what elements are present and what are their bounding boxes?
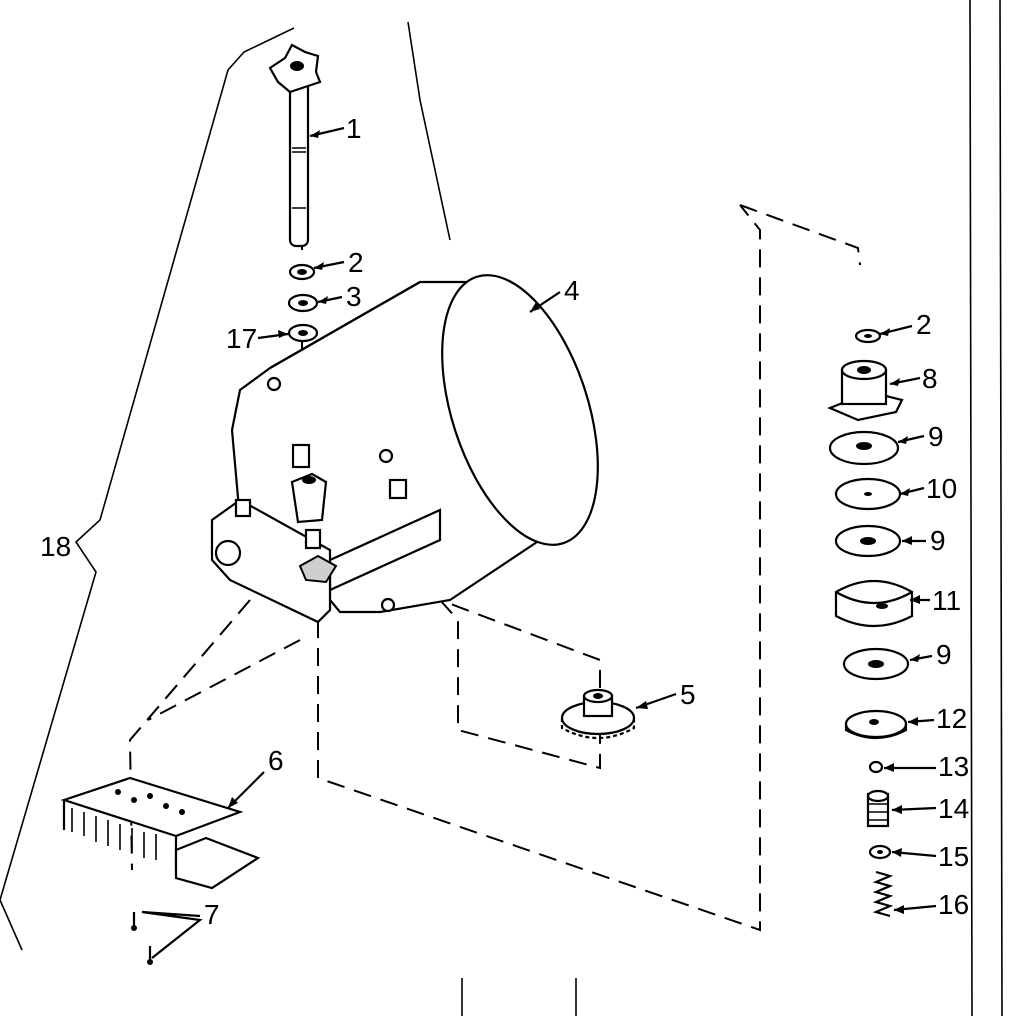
callout-9-b: 9 [930,525,946,556]
part-9-disc-a [828,430,900,466]
callout-5: 5 [680,679,696,710]
callout-12: 12 [936,703,967,734]
leader-lines [141,126,937,959]
part-17-washer [287,323,319,343]
part-2-clip-right [854,328,882,344]
callout-3: 3 [346,281,362,312]
frame-bracket-18 [0,0,1003,1016]
callout-15: 15 [938,841,969,872]
part-8-bushing [827,359,904,422]
part-2-clip-left [288,263,316,281]
callout-6: 6 [268,745,284,776]
callout-2-left: 2 [348,247,364,278]
part-9-disc-c [842,647,910,681]
callout-7: 7 [204,899,220,930]
callout-2-right: 2 [916,309,932,340]
part-12-plate [844,709,908,740]
part-10-disc [834,477,902,511]
callout-labels: 1 2 3 17 4 18 5 6 7 2 8 9 10 9 11 9 12 1… [40,113,969,930]
part-15-washer [868,844,892,860]
callout-14: 14 [938,793,969,824]
callout-17: 17 [226,323,257,354]
part-11-cup [834,579,914,628]
callout-1: 1 [346,113,362,144]
part-9-disc-b [834,524,902,558]
callout-11: 11 [932,585,961,616]
callout-9-a: 9 [928,421,944,452]
callout-18: 18 [40,531,71,562]
callout-10: 10 [926,473,957,504]
callout-13: 13 [938,751,969,782]
part-1-shaft [268,43,322,248]
callout-9-c: 9 [936,639,952,670]
part-3-washer [287,293,319,313]
part-4-housing [210,274,599,624]
part-6-board [60,776,261,890]
callout-8: 8 [922,363,938,394]
part-5-gear [560,688,636,739]
part-16-spring [872,870,894,918]
part-13-nut [868,760,884,774]
callout-4: 4 [564,275,580,306]
callout-16: 16 [938,889,969,920]
part-14-fitting [866,789,890,828]
part-7-screws [131,912,153,965]
